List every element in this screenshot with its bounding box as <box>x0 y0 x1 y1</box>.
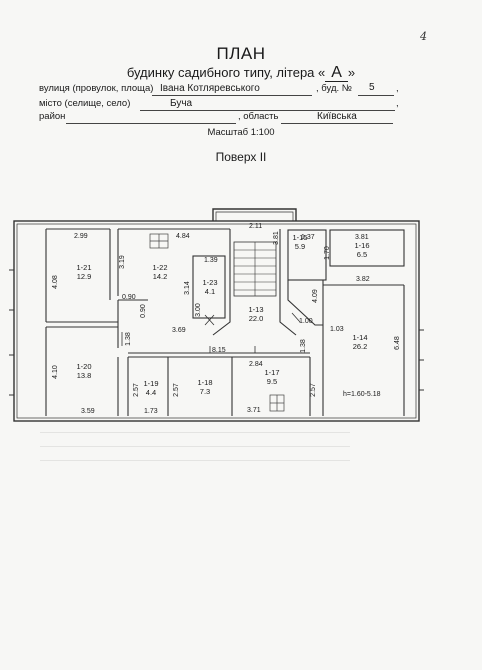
city-underline <box>140 110 395 111</box>
dimension: 3.82 <box>356 276 370 283</box>
dimension: 1.70 <box>324 246 331 260</box>
room-area: 9.5 <box>267 377 277 386</box>
fixture-icons <box>149 233 285 412</box>
room-id: 1-17 <box>264 368 279 377</box>
room-area: 7.3 <box>200 387 210 396</box>
room-area: 26.2 <box>353 342 368 351</box>
city-label: місто (селище, село) <box>39 98 131 109</box>
dimension: 3.19 <box>119 255 126 269</box>
dimension: 2.84 <box>249 361 263 368</box>
bleed-line <box>40 432 350 433</box>
room-area: 5.9 <box>295 242 305 251</box>
height-note: h=1.60-5.18 <box>343 391 381 398</box>
city-value: Буча <box>170 98 193 109</box>
dimension: 3.81 <box>355 234 369 241</box>
room-area: 4.4 <box>146 388 156 397</box>
room-area: 4.1 <box>205 287 215 296</box>
dimension: 1.37 <box>301 234 315 241</box>
room-id: 1-16 <box>354 241 369 250</box>
room-id: 1-20 <box>76 362 91 371</box>
dimension: 1.38 <box>125 332 132 346</box>
street-label: вулиця (провулок, площа) <box>39 83 154 94</box>
dimension: 0.90 <box>140 304 147 318</box>
region-underline <box>281 123 393 124</box>
room-id: 1-15 <box>292 233 307 242</box>
bleed-line <box>40 460 350 461</box>
dimension: 2.57 <box>173 383 180 397</box>
litera-value: А <box>325 64 348 82</box>
dimension: 3.14 <box>184 281 191 295</box>
room-id: 1-13 <box>248 305 263 314</box>
dimension: 0.90 <box>122 294 136 301</box>
bleed-line <box>40 446 350 447</box>
dimension-labels: 2.99 4.84 2.11 3.81 1.37 3.81 4.08 3.19 … <box>52 223 401 415</box>
room-id: 1-18 <box>197 378 212 387</box>
dimension: 3.00 <box>195 303 202 317</box>
dimension: 3.71 <box>247 407 261 414</box>
subtitle-text: будинку садибного типу, літера « <box>126 65 326 80</box>
room-area: 6.5 <box>357 250 367 259</box>
building-underline <box>358 95 394 96</box>
inner-walls <box>45 228 405 416</box>
page-number-note: 4 <box>420 30 427 43</box>
dimension: 3.69 <box>172 327 186 334</box>
scale-label: Масштаб 1:100 <box>207 127 275 138</box>
street-value: Івана Котляревського <box>160 83 260 94</box>
comma-1: , <box>396 83 399 94</box>
dimension: 4.08 <box>52 275 59 289</box>
room-area: 13.8 <box>77 371 92 380</box>
dimension: 1.00 <box>299 318 313 325</box>
building-label: , буд. № <box>316 83 352 94</box>
room-id: 1-21 <box>76 263 91 272</box>
plan-title: ПЛАН <box>216 44 266 63</box>
comma-2: , <box>396 98 399 109</box>
room-area: 14.2 <box>153 272 168 281</box>
dimension: 2.57 <box>133 383 140 397</box>
dimension: 3.59 <box>81 408 95 415</box>
dimension: 4.10 <box>52 365 59 379</box>
region-label: , область <box>238 111 279 122</box>
dimension: 8.15 <box>212 347 226 354</box>
room-id: 1-19 <box>143 379 158 388</box>
room-labels: 1-21 12.9 1-22 14.2 1-23 4.1 1-13 22.0 1… <box>76 233 369 397</box>
dimension: 3.81 <box>273 231 280 245</box>
dimension: 1.38 <box>300 339 307 353</box>
floor-label: Поверх II <box>215 150 267 164</box>
region-value: Київська <box>317 111 357 122</box>
dimension: 2.11 <box>249 223 262 230</box>
district-label: район <box>39 111 66 122</box>
dimension: 2.57 <box>310 383 317 397</box>
dimension: 2.99 <box>74 233 88 240</box>
room-area: 12.9 <box>77 272 92 281</box>
outer-walls <box>13 208 420 422</box>
dimension: 4.84 <box>176 233 190 240</box>
dimension: 1.03 <box>330 326 344 333</box>
dimension: 4.09 <box>312 289 319 303</box>
plan-subtitle: будинку садибного типу, літера «А» <box>0 64 482 82</box>
street-underline <box>152 95 312 96</box>
dimension: 6.48 <box>394 336 401 350</box>
subtitle-close: » <box>347 65 356 80</box>
window-marks <box>9 269 424 396</box>
dimension: 1.73 <box>144 408 158 415</box>
door-marks <box>121 312 301 353</box>
dimension: 1.39 <box>204 257 218 264</box>
room-area: 22.0 <box>249 314 264 323</box>
room-id: 1-23 <box>202 278 217 287</box>
room-id: 1-22 <box>152 263 167 272</box>
district-underline <box>66 123 236 124</box>
building-value: 5 <box>369 82 375 93</box>
room-id: 1-14 <box>352 333 367 342</box>
